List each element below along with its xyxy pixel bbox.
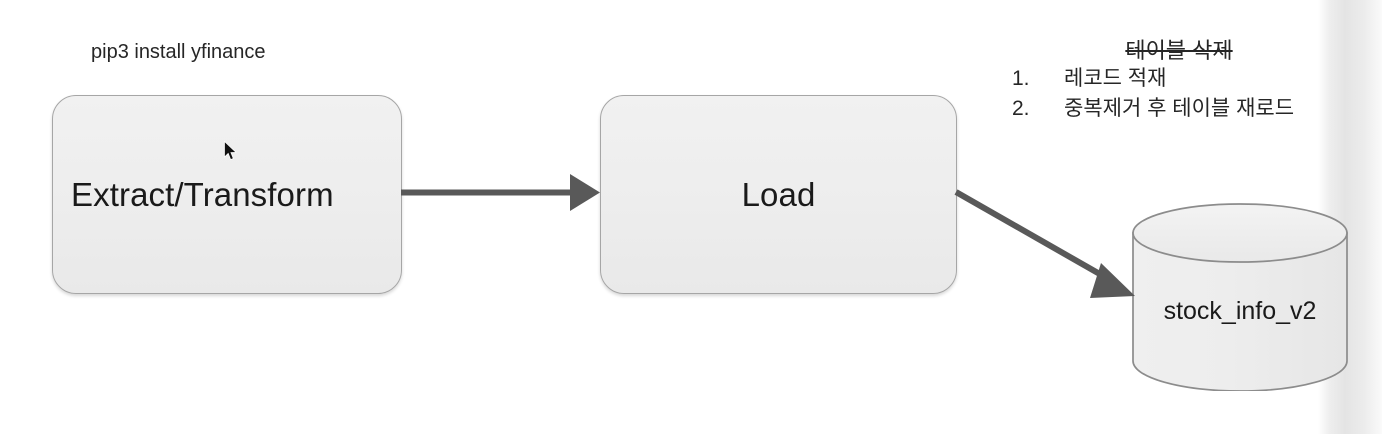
cylinder-icon [1132,203,1348,391]
note-title-struck: 테이블 삭제 [1125,38,1233,63]
node-extract-transform-label: Extract/Transform [71,176,334,213]
node-extract-transform[interactable]: Extract/Transform [52,95,402,294]
annotation-note-block: 테이블 삭제 1. 레코드 적재 2. 중복제거 후 테이블 재로드 [1012,38,1382,124]
node-stock-info-v2-label: stock_info_v2 [1163,297,1317,325]
note-item-text: 중복제거 후 테이블 재로드 [1064,96,1295,120]
pip-install-caption: pip3 install yfinance [91,41,266,63]
note-list-item: 2. 중복제거 후 테이블 재로드 [1012,94,1382,124]
edge-load-to-db [954,189,1135,298]
note-item-number: 2. [1012,96,1030,120]
node-load[interactable]: Load [600,95,957,294]
node-stock-info-v2[interactable]: stock_info_v2 [1131,203,1349,391]
edge-extract-to-load [401,174,600,211]
mouse-cursor-icon [224,141,237,161]
node-load-label: Load [741,176,816,213]
note-list-item: 1. 레코드 적재 [1012,64,1382,94]
note-item-number: 1. [1012,66,1030,90]
note-item-text: 레코드 적재 [1064,66,1167,90]
